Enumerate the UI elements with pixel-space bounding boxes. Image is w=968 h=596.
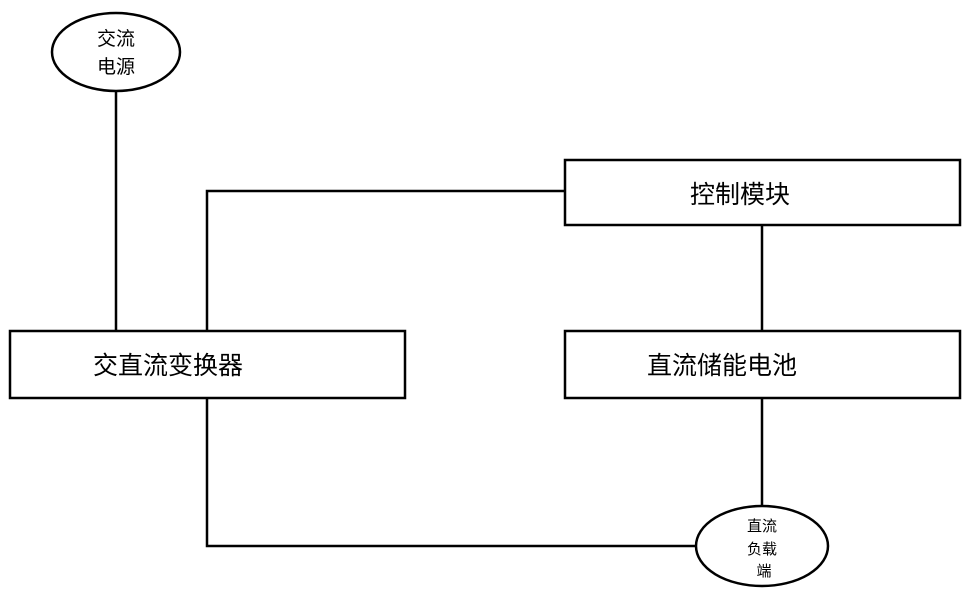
connector-converter-to-dc-load: [207, 398, 697, 546]
ac-dc-converter-label: 交直流变换器: [93, 351, 243, 380]
dc-load-label-line-3: 端: [756, 562, 771, 580]
dc-battery-label: 直流储能电池: [647, 351, 797, 380]
ac-source-ellipse: [52, 13, 180, 91]
ac-source-label-line-2: 电源: [97, 56, 135, 78]
node-dc-battery: 直流储能电池: [565, 331, 960, 398]
dc-load-label-line-2: 负载: [747, 540, 777, 558]
node-dc-load: 直流 负载 端: [696, 506, 828, 586]
dc-load-label-line-1: 直流: [747, 517, 777, 535]
ac-source-label-line-1: 交流: [97, 28, 135, 50]
node-ac-dc-converter: 交直流变换器: [10, 331, 405, 398]
node-control-module: 控制模块: [565, 160, 960, 225]
node-ac-source: 交流 电源: [52, 13, 180, 91]
control-module-label: 控制模块: [690, 180, 790, 209]
connector-converter-to-control-module: [207, 191, 565, 331]
